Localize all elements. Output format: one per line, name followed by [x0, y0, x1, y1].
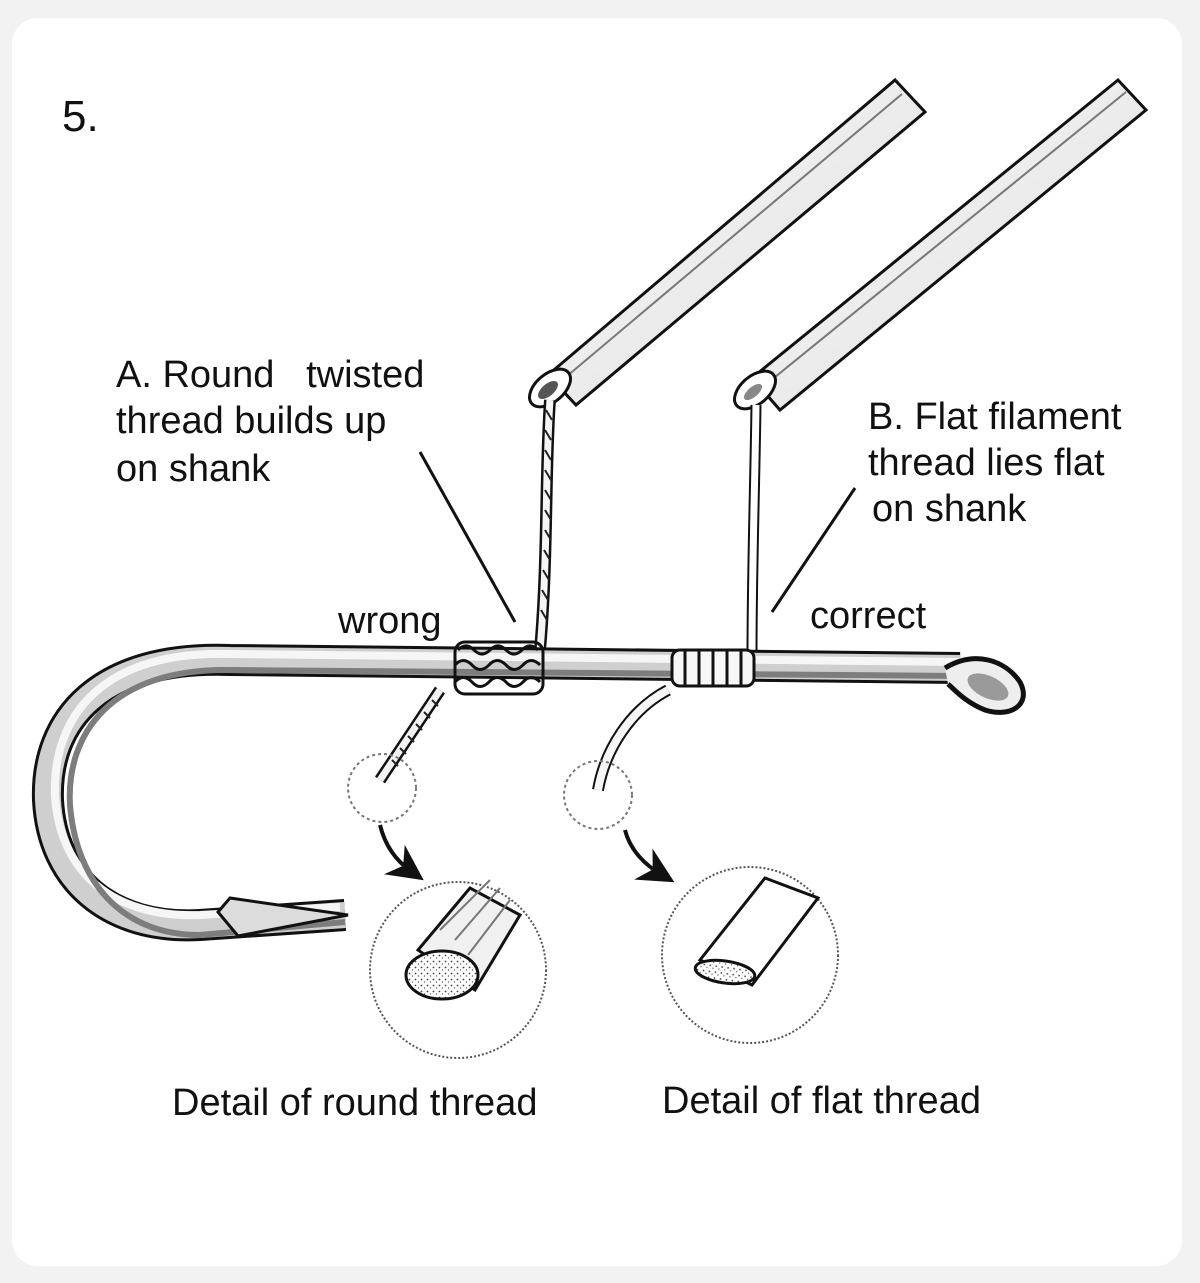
label-b-line1: B. Flat filament	[868, 396, 1122, 438]
hook-diagram	[31, 77, 1149, 1059]
round-thread-wraps	[453, 640, 545, 696]
label-a-line1: A. Round twisted	[116, 354, 425, 396]
bobbin-tube-left	[528, 77, 928, 409]
detail-round-caption: Detail of round thread	[172, 1082, 538, 1124]
step-number: 5.	[62, 92, 99, 141]
detail-flat-caption: Detail of flat thread	[662, 1080, 981, 1122]
flat-thread-magnify-spot	[563, 760, 633, 830]
round-thread-detail	[369, 879, 547, 1059]
flat-thread-tail	[592, 684, 671, 792]
flat-thread-detail	[661, 866, 839, 1044]
label-a-line2: thread builds up	[116, 400, 387, 442]
wrong-label: wrong	[338, 600, 442, 642]
correct-label: correct	[810, 595, 927, 637]
round-thread-tail	[375, 686, 445, 784]
arrow-to-round-detail	[378, 824, 424, 881]
label-b-line2: thread lies flat	[868, 442, 1105, 484]
round-thread-magnify-spot	[347, 753, 417, 823]
label-b-line3: on shank	[872, 488, 1027, 530]
round-twisted-thread	[534, 399, 556, 651]
label-a-line3: on shank	[116, 448, 271, 490]
illustration-page: 5. A. Round twisted thread builds up on …	[12, 18, 1182, 1266]
arrow-to-flat-detail	[623, 829, 675, 883]
leader-line-a	[418, 451, 517, 623]
flat-thread-wraps	[670, 648, 756, 688]
fish-hook	[31, 643, 1026, 942]
flat-filament-thread	[746, 404, 762, 656]
leader-line-b	[770, 487, 857, 613]
bobbin-tube-right	[733, 77, 1149, 413]
